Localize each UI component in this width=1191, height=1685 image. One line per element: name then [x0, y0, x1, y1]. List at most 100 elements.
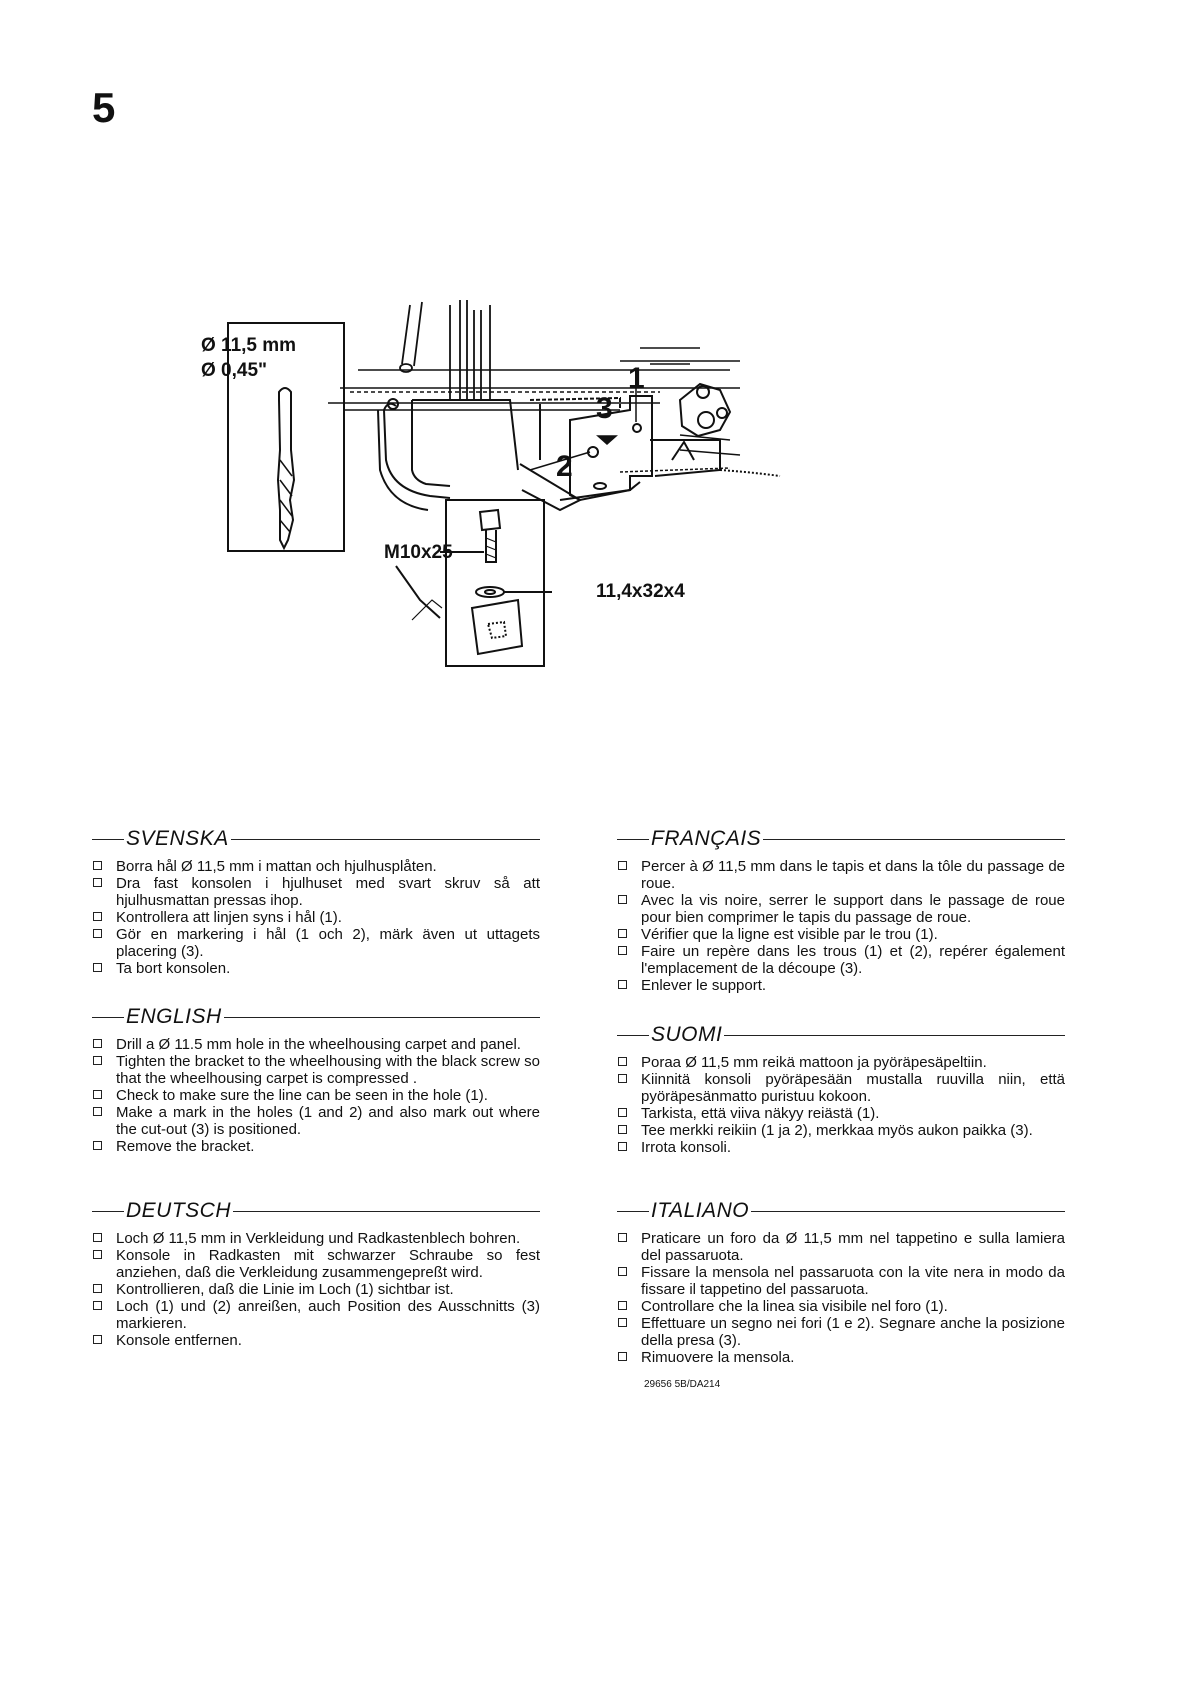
- section-deutsch: DEUTSCH Loch Ø 11,5 mm in Verkleidung un…: [92, 1198, 540, 1349]
- list-item: Kiinnitä konsoli pyöräpesään mustalla ru…: [617, 1071, 1065, 1105]
- drill-bit-box: [227, 322, 345, 552]
- drill-diameter-inch: Ø 0,45": [201, 360, 268, 381]
- section-title: ENGLISH: [126, 1005, 222, 1028]
- section-english: ENGLISH Drill a Ø 11.5 mm hole in the wh…: [92, 1004, 540, 1155]
- section-heading: SUOMI: [617, 1022, 1065, 1048]
- fastener-detail-box: [395, 499, 552, 667]
- list-item: Effettuare un segno nei fori (1 e 2). Se…: [617, 1315, 1065, 1349]
- checkbox-icon: [93, 1056, 102, 1065]
- list-item: Controllare che la linea sia visibile ne…: [617, 1298, 1065, 1315]
- list-item: Konsole in Radkasten mit schwarzer Schra…: [92, 1247, 540, 1281]
- checkbox-icon: [93, 1039, 102, 1048]
- checkbox-icon: [618, 1352, 627, 1361]
- checkbox-icon: [93, 878, 102, 887]
- callout-leaders: [529, 363, 690, 471]
- checkbox-icon: [618, 861, 627, 870]
- checkbox-icon: [93, 1107, 102, 1116]
- section-heading: ENGLISH: [92, 1004, 540, 1030]
- checkbox-icon: [618, 1318, 627, 1327]
- list-item: Irrota konsoli.: [617, 1139, 1065, 1156]
- list-item: Tee merkki reikiin (1 ja 2), merkkaa myö…: [617, 1122, 1065, 1139]
- list-item: Avec la vis noire, serrer le support dan…: [617, 892, 1065, 926]
- section-title: FRANÇAIS: [651, 827, 762, 850]
- callout-2: 2: [556, 450, 573, 483]
- list-item: Vérifier que la ligne est visible par le…: [617, 926, 1065, 943]
- list-item: Loch (1) und (2) anreißen, auch Position…: [92, 1298, 540, 1332]
- list-item: Borra hål Ø 11,5 mm i mattan och hjulhus…: [92, 858, 540, 875]
- list-item: Make a mark in the holes (1 and 2) and a…: [92, 1104, 540, 1138]
- checkbox-icon: [618, 980, 627, 989]
- checkbox-icon: [93, 861, 102, 870]
- callout-3: 3: [596, 392, 613, 425]
- list-item: Kontrollieren, daß die Linie im Loch (1)…: [92, 1281, 540, 1298]
- checkbox-icon: [618, 1108, 627, 1117]
- section-title: ITALIANO: [651, 1199, 750, 1222]
- checkbox-icon: [93, 1141, 102, 1150]
- list-item: Faire un repère dans les trous (1) et (2…: [617, 943, 1065, 977]
- list-item: Konsole entfernen.: [92, 1332, 540, 1349]
- section-suomi: SUOMI Poraa Ø 11,5 mm reikä mattoon ja p…: [617, 1022, 1065, 1156]
- list-item: Drill a Ø 11.5 mm hole in the wheelhousi…: [92, 1036, 540, 1053]
- checkbox-icon: [618, 1267, 627, 1276]
- step-list: Praticare un foro da Ø 11,5 mm nel tappe…: [617, 1230, 1065, 1366]
- section-heading: ITALIANO: [617, 1198, 1065, 1224]
- section-italiano: ITALIANO Praticare un foro da Ø 11,5 mm …: [617, 1198, 1065, 1366]
- checkbox-icon: [618, 895, 627, 904]
- checkbox-icon: [93, 1233, 102, 1242]
- list-item: Tarkista, että viiva näkyy reiästä (1).: [617, 1105, 1065, 1122]
- checkbox-icon: [93, 1301, 102, 1310]
- checkbox-icon: [93, 1250, 102, 1259]
- list-item: Kontrollera att linjen syns i hål (1).: [92, 909, 540, 926]
- drill-diameter-mm: Ø 11,5 mm: [201, 335, 297, 356]
- vertical-post: [399, 300, 491, 400]
- list-item: Dra fast konsolen i hjulhuset med svart …: [92, 875, 540, 909]
- callout-1: 1: [628, 362, 645, 395]
- checkbox-icon: [93, 929, 102, 938]
- section-title: DEUTSCH: [126, 1199, 232, 1222]
- section-title: SVENSKA: [126, 827, 229, 850]
- list-item: Poraa Ø 11,5 mm reikä mattoon ja pyöräpe…: [617, 1054, 1065, 1071]
- list-item: Gör en markering i hål (1 och 2), märk ä…: [92, 926, 540, 960]
- step-list: Borra hål Ø 11,5 mm i mattan och hjulhus…: [92, 858, 540, 977]
- list-item: Ta bort konsolen.: [92, 960, 540, 977]
- section-francais: FRANÇAIS Percer à Ø 11,5 mm dans le tapi…: [617, 826, 1065, 994]
- step-list: Poraa Ø 11,5 mm reikä mattoon ja pyöräpe…: [617, 1054, 1065, 1156]
- bracket-drawing: [227, 300, 781, 667]
- section-title: SUOMI: [651, 1023, 723, 1046]
- hinge-bracket: [671, 382, 732, 461]
- checkbox-icon: [93, 963, 102, 972]
- washer-size-label: 11,4x32x4: [596, 581, 685, 602]
- step-list: Drill a Ø 11.5 mm hole in the wheelhousi…: [92, 1036, 540, 1155]
- checkbox-icon: [618, 1125, 627, 1134]
- list-item: Loch Ø 11,5 mm in Verkleidung und Radkas…: [92, 1230, 540, 1247]
- document-reference: 29656 5B/DA214: [644, 1379, 721, 1390]
- checkbox-icon: [618, 929, 627, 938]
- checkbox-icon: [93, 1284, 102, 1293]
- step-list: Percer à Ø 11,5 mm dans le tapis et dans…: [617, 858, 1065, 994]
- list-item: Remove the bracket.: [92, 1138, 540, 1155]
- checkbox-icon: [93, 912, 102, 921]
- bolt-size-label: M10x25: [384, 542, 453, 563]
- page-number: 5: [92, 84, 116, 131]
- list-item: Tighten the bracket to the wheelhousing …: [92, 1053, 540, 1087]
- checkbox-icon: [618, 946, 627, 955]
- list-item: Rimuovere la mensola.: [617, 1349, 1065, 1366]
- list-item: Percer à Ø 11,5 mm dans le tapis et dans…: [617, 858, 1065, 892]
- section-heading: DEUTSCH: [92, 1198, 540, 1224]
- checkbox-icon: [93, 1335, 102, 1344]
- installation-illustration: Ø 11,5 mm Ø 0,45" M10x25 11,4x32x4 1 2 3: [200, 300, 840, 680]
- checkbox-icon: [618, 1233, 627, 1242]
- checkbox-icon: [93, 1090, 102, 1099]
- checkbox-icon: [618, 1301, 627, 1310]
- section-heading: FRANÇAIS: [617, 826, 1065, 852]
- list-item: Enlever le support.: [617, 977, 1065, 994]
- checkbox-icon: [618, 1142, 627, 1151]
- checkbox-icon: [618, 1074, 627, 1083]
- wheelhousing-panel: [377, 395, 781, 512]
- section-heading: SVENSKA: [92, 826, 540, 852]
- step-list: Loch Ø 11,5 mm in Verkleidung und Radkas…: [92, 1230, 540, 1349]
- list-item: Praticare un foro da Ø 11,5 mm nel tappe…: [617, 1230, 1065, 1264]
- checkbox-icon: [618, 1057, 627, 1066]
- section-svenska: SVENSKA Borra hål Ø 11,5 mm i mattan och…: [92, 826, 540, 977]
- car-body-lines: [328, 347, 741, 473]
